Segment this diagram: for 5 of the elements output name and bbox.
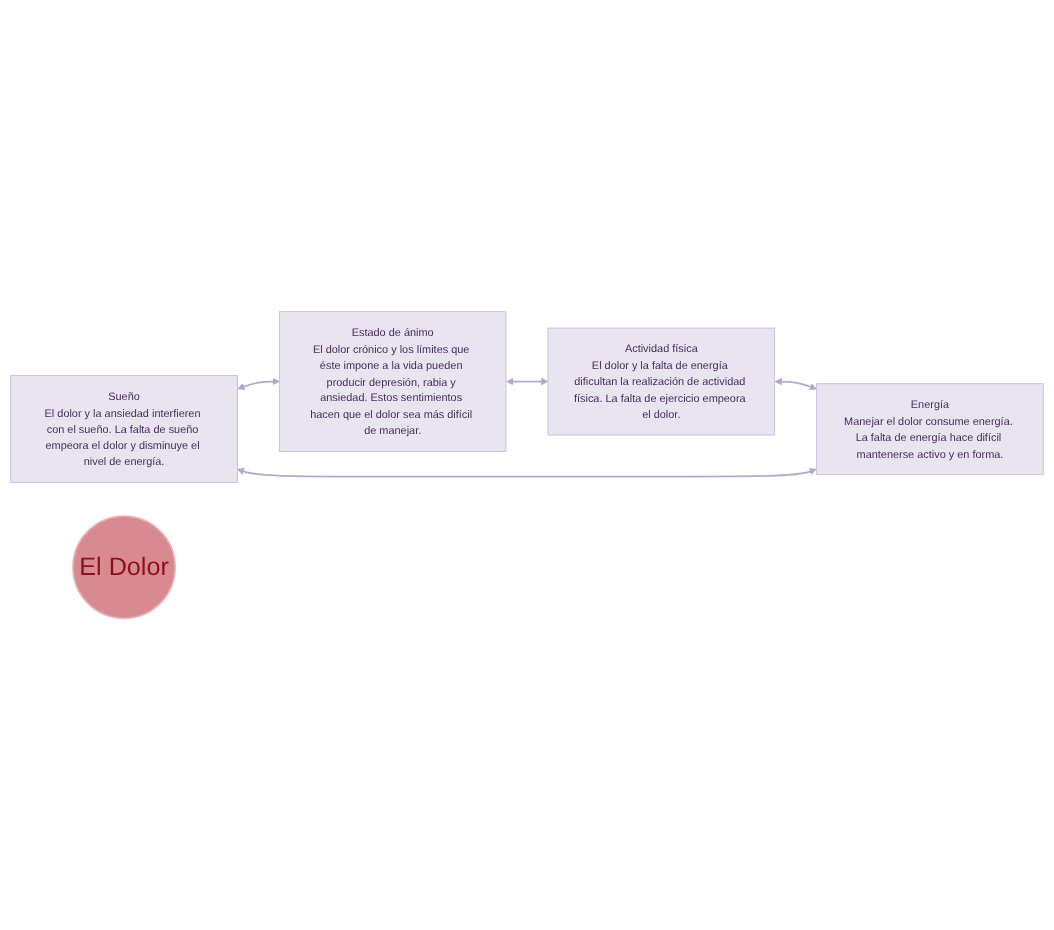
arrow [506, 377, 549, 386]
arrow [237, 377, 280, 391]
node-circle: El Dolor [72, 515, 176, 620]
arrow [237, 467, 817, 478]
arrow [774, 377, 817, 391]
